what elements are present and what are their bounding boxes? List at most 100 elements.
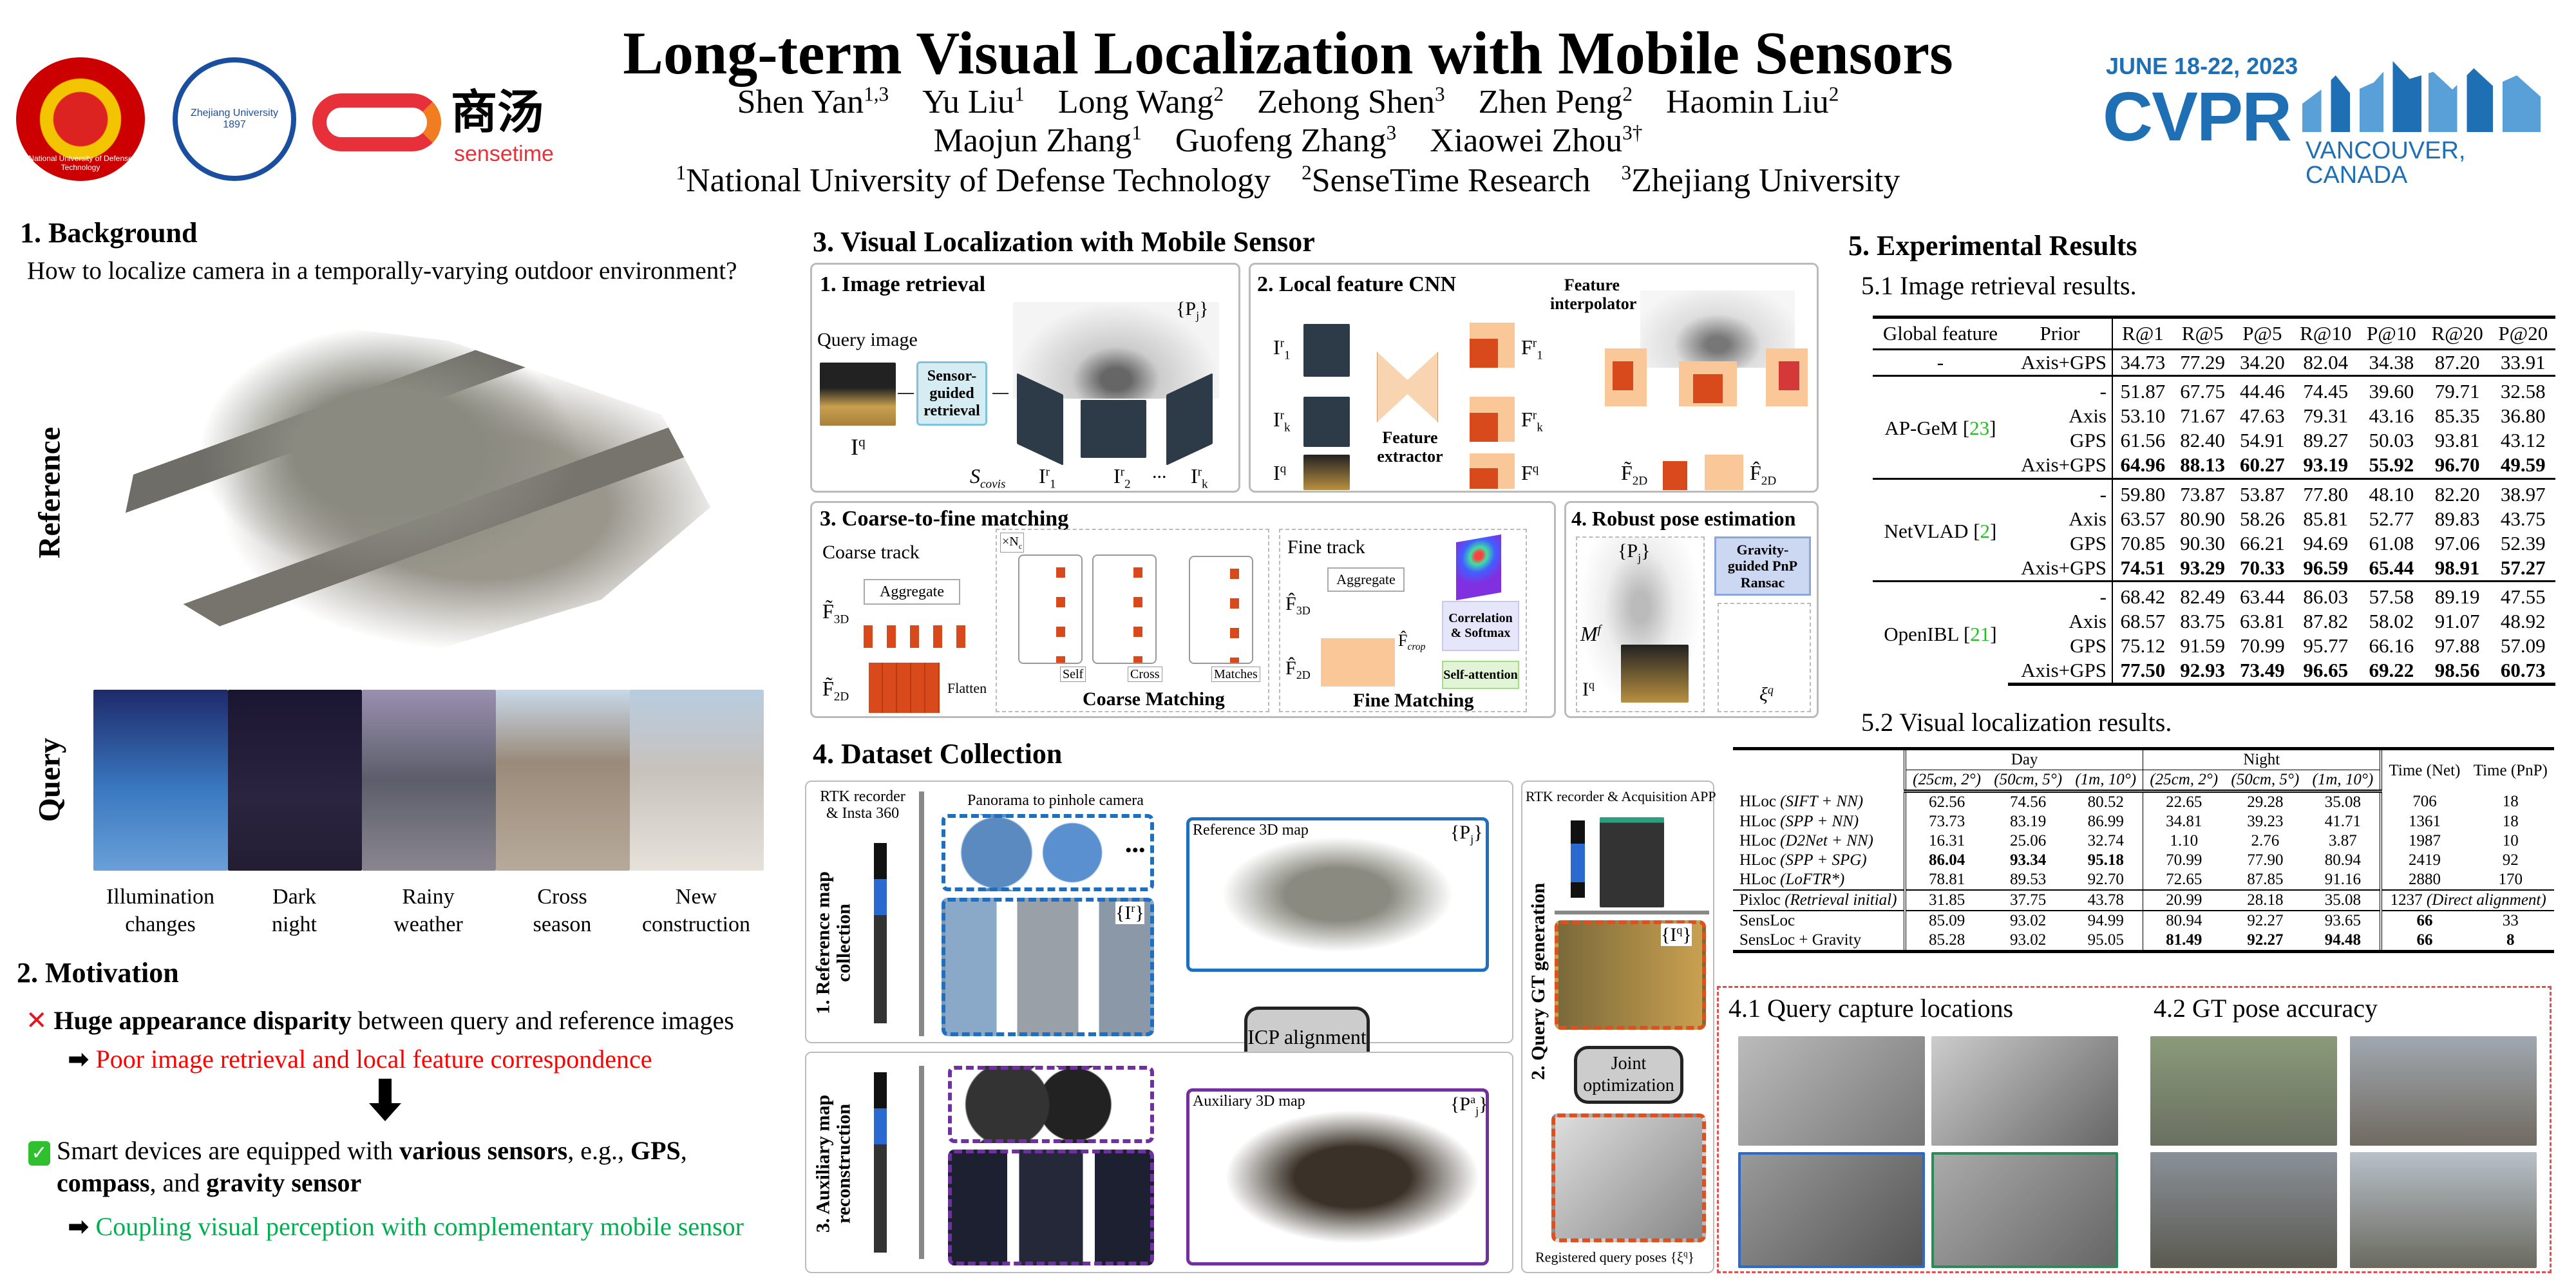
- math-sub: 2D: [833, 690, 849, 704]
- citation-link[interactable]: 2: [1980, 519, 1991, 542]
- column-header: R@1: [2112, 315, 2173, 351]
- value-cell: 60.73: [2490, 658, 2555, 687]
- heatmap-icon: [1456, 534, 1501, 601]
- column-header: P@5: [2232, 315, 2293, 351]
- value-cell: 98.56: [2423, 658, 2491, 687]
- value-cell: 47.63: [2239, 404, 2285, 428]
- value-cell: 43.16: [2369, 404, 2414, 428]
- cross-label: Cross: [1128, 667, 1162, 682]
- value-cell: 39.60: [2359, 375, 2424, 404]
- right-arrow-icon: ➡: [68, 1045, 90, 1074]
- value-cell: 91.59: [2180, 634, 2225, 658]
- ellipsis: •••: [1125, 840, 1146, 861]
- solution-text: Smart devices are equipped with: [57, 1136, 400, 1165]
- image-retrieval-panel: 1. Image retrieval Query image Iq Sensor…: [810, 263, 1240, 493]
- column-header: R@10: [2292, 315, 2360, 351]
- author: Long Wang2: [1057, 83, 1224, 121]
- value-cell: 28.18: [2224, 889, 2306, 911]
- gt-accuracy-title: 4.2 GT pose accuracy: [2154, 994, 2378, 1023]
- value-cell: 87.20: [2434, 351, 2480, 374]
- column-header: R@20: [2423, 315, 2491, 351]
- value-cell: 51.87: [2112, 375, 2173, 404]
- author-affiliation-mark: 2: [1828, 83, 1839, 106]
- author-affiliation-mark: 2: [1213, 83, 1224, 106]
- sensetime-logo: 商汤 sensetime: [312, 89, 602, 167]
- method-name: HLoc: [1739, 851, 1776, 869]
- value-cell: 25.06: [2010, 832, 2047, 849]
- author-name: Zehong Shen: [1257, 84, 1435, 121]
- rtk-app-label: RTK recorder & Acquisition APP: [1526, 788, 1716, 804]
- method-name: HLoc: [1739, 792, 1776, 810]
- value-cell: 79.31: [2303, 404, 2349, 428]
- math-base: }: [1687, 1249, 1695, 1265]
- local-feature-cnn-panel: 2. Local feature CNN Feature interpolato…: [1249, 263, 1819, 493]
- nudt-logo: National University of Defense Technolog…: [16, 57, 145, 181]
- problem-bold: Huge appearance disparity: [53, 1006, 352, 1035]
- method-cell: HLoc (SIFT + NN): [1733, 791, 1905, 813]
- fine-matching-region: [1279, 529, 1527, 712]
- math-base: M: [1580, 622, 1598, 645]
- threshold-header: (50cm, 5°): [2224, 770, 2306, 793]
- capture-location-image-3: [1738, 1152, 1925, 1268]
- value-cell: 47.55: [2490, 580, 2555, 610]
- auxiliary-map-panel: 3. Auxiliary map reconstruction Auxiliar…: [805, 1052, 1513, 1273]
- citation-link[interactable]: 21: [1970, 623, 1991, 646]
- conference-name: CVPR: [2103, 77, 2292, 155]
- threshold-header: (50cm, 5°): [1987, 770, 2069, 793]
- motivation-problem-result: ➡ Poor image retrieval and local feature…: [68, 1045, 652, 1074]
- method-name: Pixloc: [1739, 891, 1781, 909]
- method-cell: SensLoc: [1733, 910, 1906, 931]
- prior-cell: Axis: [2069, 610, 2107, 633]
- math-base: {P: [1618, 540, 1638, 562]
- citation-link[interactable]: 23: [1969, 417, 1990, 440]
- value-cell: 71.67: [2180, 404, 2225, 428]
- caption-line: New: [675, 885, 717, 909]
- math-sub: 3D: [1296, 604, 1311, 617]
- value-cell: 170: [2498, 871, 2523, 888]
- affiliation-mark: 3: [1621, 162, 1632, 184]
- icp-label: ICP alignment: [1247, 1025, 1367, 1049]
- value-cell: 52.77: [2369, 507, 2414, 530]
- author: Shen Yan1,3: [737, 83, 889, 120]
- retrieved-image-2: [1081, 400, 1146, 458]
- math-sup: r: [1131, 902, 1135, 914]
- query-image: [1303, 455, 1350, 490]
- value-cell: 70.99: [2239, 634, 2285, 658]
- method-name: HLoc: [1739, 832, 1776, 849]
- column-header: P@10: [2359, 315, 2424, 351]
- value-cell: 58.02: [2369, 610, 2414, 633]
- math-sub: j: [1475, 1104, 1479, 1117]
- gt-side-label: 2. Query GT generation: [1528, 882, 1549, 1081]
- registered-poses-frame: [1551, 1113, 1706, 1242]
- reference-3d-map-frame: [1186, 817, 1489, 972]
- pj-label: {Pj}: [1450, 822, 1483, 846]
- value-cell: 35.08: [2306, 889, 2382, 911]
- value-cell: 92: [2502, 851, 2519, 869]
- value-cell: 48.10: [2359, 477, 2424, 507]
- panel-title: 2. Local feature CNN: [1257, 272, 1457, 296]
- affiliation: 1National University of Defense Technolo…: [676, 162, 1271, 199]
- value-cell: 66: [2380, 910, 2467, 931]
- affiliation: 3Zhejiang University: [1622, 162, 1900, 199]
- method-name: SensLoc + Gravity: [1739, 931, 1862, 949]
- math-base: }: [1682, 924, 1692, 945]
- pose-query-image: [1621, 645, 1689, 703]
- reference-map-label: Reference 3D map: [1193, 822, 1309, 838]
- value-cell: 61.56: [2112, 428, 2173, 453]
- value-cell: 92.93: [2172, 658, 2233, 687]
- value-cell: 8: [2467, 931, 2554, 953]
- math-sub: crop: [1407, 641, 1426, 653]
- math-base: {P: [1450, 822, 1471, 843]
- global-feature-cell: NetVLAD [2]: [1873, 477, 2008, 582]
- caption-line: night: [272, 912, 317, 936]
- author-name: Long Wang: [1057, 84, 1214, 121]
- value-cell: 83.75: [2180, 610, 2225, 633]
